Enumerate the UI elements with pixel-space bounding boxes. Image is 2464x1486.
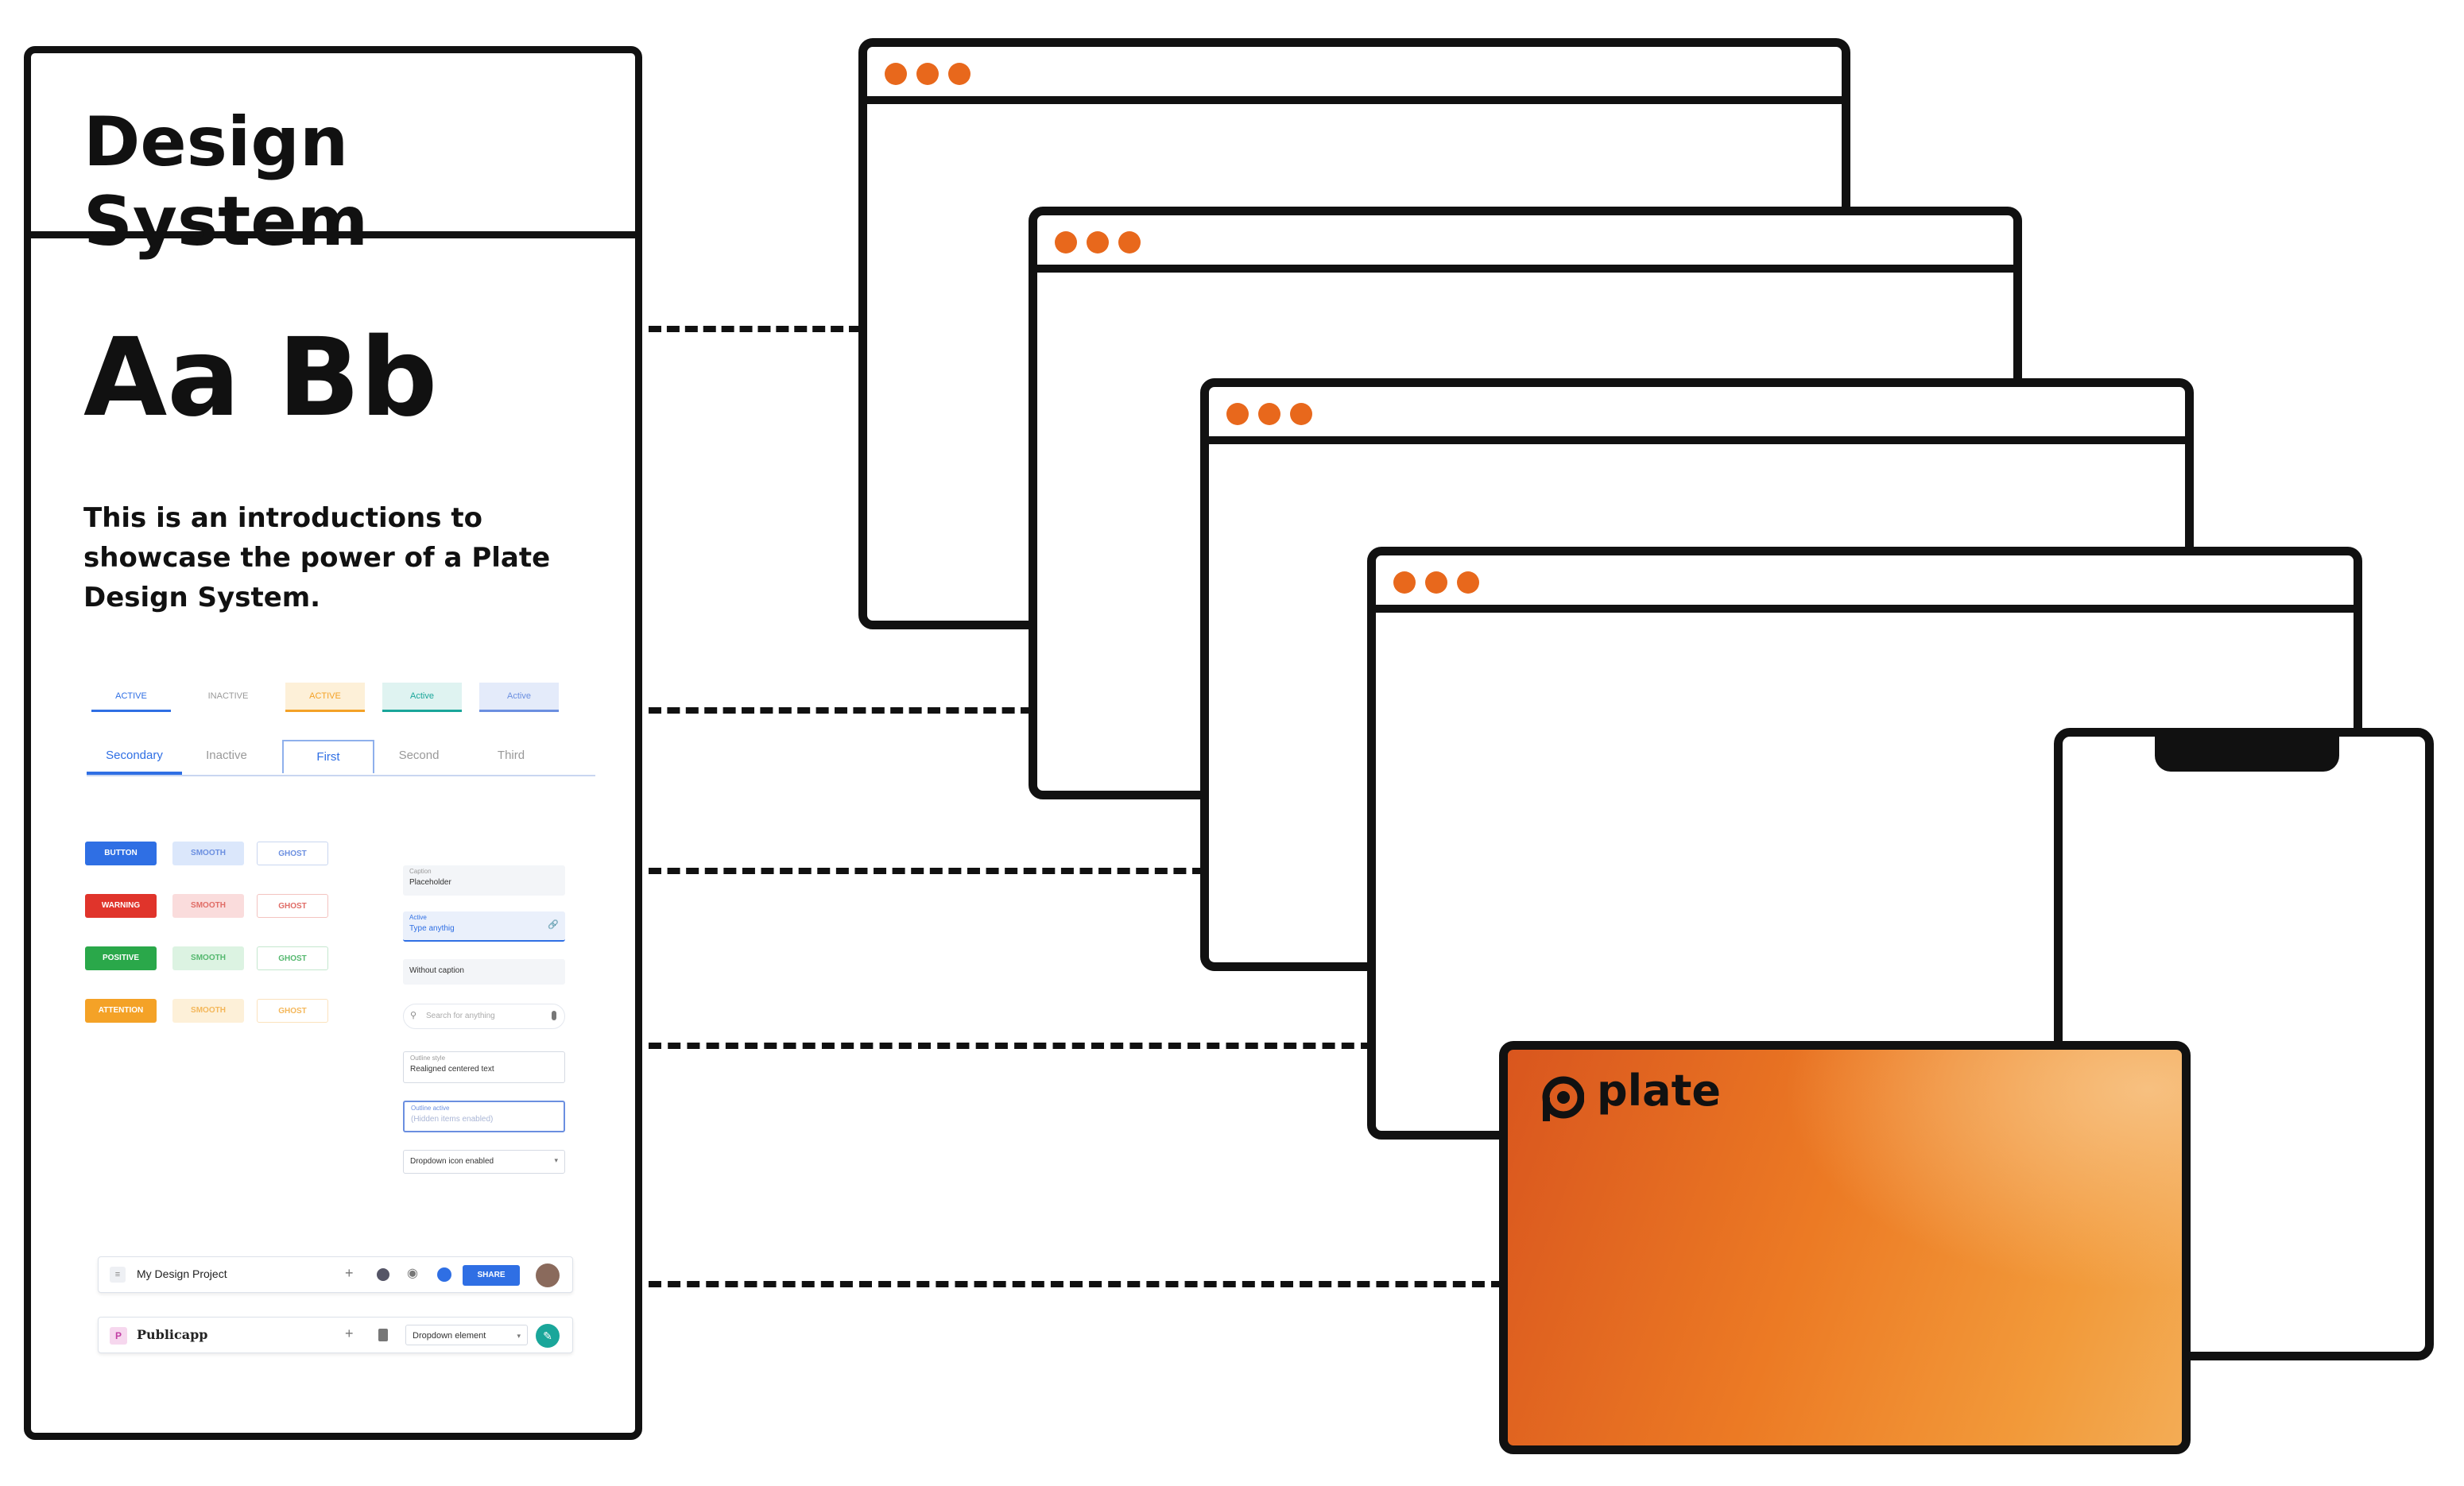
outline-field-active[interactable]: Outline active (Hidden items enabled) bbox=[403, 1101, 565, 1132]
dropdown-value: Dropdown icon enabled bbox=[410, 1157, 494, 1166]
plate-logo-icon bbox=[1542, 1076, 1584, 1121]
button-smooth-orange[interactable]: SMOOTH bbox=[172, 999, 244, 1023]
field-value: Placeholder bbox=[409, 878, 451, 887]
plus-icon[interactable]: + bbox=[345, 1265, 354, 1281]
connector-2 bbox=[649, 707, 1033, 714]
field-caption: Outline active bbox=[411, 1105, 450, 1112]
window-dot-icon bbox=[1258, 403, 1280, 425]
app-title: Publicapp bbox=[137, 1327, 208, 1342]
tab-second[interactable]: Second bbox=[398, 749, 440, 762]
search-input[interactable]: ⚲ Search for anything bbox=[403, 1004, 565, 1029]
eye-icon[interactable]: ◉ bbox=[407, 1267, 418, 1280]
chevron-down-icon: ▾ bbox=[554, 1156, 558, 1164]
text-field-caption[interactable]: Caption Placeholder bbox=[403, 865, 565, 896]
field-caption: Caption bbox=[409, 868, 432, 875]
dropdown-element[interactable]: Dropdown element ▾ bbox=[405, 1325, 528, 1345]
field-caption: Outline style bbox=[410, 1055, 446, 1062]
field-value: Without caption bbox=[409, 966, 464, 975]
tab-active-light-blue[interactable]: Active bbox=[479, 683, 559, 712]
window-titlebar bbox=[1376, 555, 2354, 613]
window-dot-icon bbox=[1226, 403, 1249, 425]
window-dot-icon bbox=[1118, 231, 1141, 253]
window-dot-icon bbox=[1055, 231, 1077, 253]
phone-notch bbox=[2155, 735, 2339, 772]
edit-icon[interactable]: ✎ bbox=[536, 1324, 560, 1348]
button-ghost-orange[interactable]: GHOST bbox=[257, 999, 328, 1023]
chevron-down-icon: ▾ bbox=[517, 1332, 521, 1340]
link-icon: 🔗 bbox=[548, 920, 559, 930]
toolbar-project: ≡ My Design Project + ◉ SHARE bbox=[98, 1256, 573, 1293]
tab-third[interactable]: Third bbox=[497, 749, 525, 762]
typography-sample: Aa Bb bbox=[83, 315, 438, 441]
app-logo-icon: P bbox=[110, 1327, 127, 1345]
dropdown-label: Dropdown element bbox=[413, 1331, 486, 1341]
window-dot-icon bbox=[916, 63, 939, 85]
tab-first[interactable]: First bbox=[282, 740, 374, 773]
window-dot-icon bbox=[1087, 231, 1109, 253]
field-value: (Hidden items enabled) bbox=[411, 1115, 494, 1124]
text-field-no-caption[interactable]: Without caption bbox=[403, 959, 565, 985]
tabs-row-2: Secondary Inactive First Second Third bbox=[87, 735, 595, 776]
field-caption: Active bbox=[409, 914, 427, 921]
toolbar-publicapp: P Publicapp + Dropdown element ▾ ✎ bbox=[98, 1317, 573, 1353]
connector-4 bbox=[649, 1043, 1373, 1049]
tab-inactive-2[interactable]: Inactive bbox=[206, 749, 247, 762]
outline-field[interactable]: Outline style Realigned centered text bbox=[403, 1051, 565, 1083]
tab-active-orange[interactable]: ACTIVE bbox=[285, 683, 365, 712]
connector-1 bbox=[649, 326, 862, 332]
share-button[interactable]: SHARE bbox=[463, 1265, 520, 1286]
search-placeholder: Search for anything bbox=[426, 1012, 495, 1020]
window-dot-icon bbox=[1393, 571, 1416, 594]
button-primary[interactable]: BUTTON bbox=[85, 842, 157, 865]
search-icon: ⚲ bbox=[410, 1011, 417, 1020]
button-smooth-red[interactable]: SMOOTH bbox=[172, 894, 244, 918]
field-value: Realigned centered text bbox=[410, 1065, 494, 1074]
window-titlebar bbox=[867, 47, 1842, 104]
avatar[interactable] bbox=[536, 1263, 560, 1287]
window-dot-icon bbox=[885, 63, 907, 85]
button-positive[interactable]: POSITIVE bbox=[85, 946, 157, 970]
mic-icon bbox=[552, 1011, 556, 1020]
window-dot-icon bbox=[1457, 571, 1479, 594]
menu-icon[interactable]: ≡ bbox=[110, 1267, 126, 1283]
window-dot-icon bbox=[1290, 403, 1312, 425]
window-titlebar bbox=[1209, 387, 2185, 444]
field-value: Type anythig bbox=[409, 924, 455, 933]
window-titlebar bbox=[1037, 215, 2013, 273]
tab-active-blue[interactable]: ACTIVE bbox=[91, 683, 171, 712]
text-field-active[interactable]: Active Type anythig 🔗 bbox=[403, 911, 565, 942]
tab-inactive[interactable]: INACTIVE bbox=[207, 691, 249, 701]
button-ghost-green[interactable]: GHOST bbox=[257, 946, 328, 970]
button-smooth-blue[interactable]: SMOOTH bbox=[172, 842, 244, 865]
tabs-row-1: ACTIVE INACTIVE ACTIVE Active Active bbox=[91, 683, 600, 714]
brand-name: plate bbox=[1597, 1066, 1722, 1116]
tab-secondary[interactable]: Secondary bbox=[87, 740, 182, 775]
plate-brand-card: plate bbox=[1499, 1041, 2191, 1454]
window-dot-icon bbox=[1425, 571, 1447, 594]
button-attention[interactable]: ATTENTION bbox=[85, 999, 157, 1023]
window-dot-icon bbox=[948, 63, 970, 85]
intro-text: This is an introductions to showcase the… bbox=[83, 502, 551, 613]
panel-title: Design System bbox=[83, 103, 369, 261]
play-icon[interactable] bbox=[437, 1267, 451, 1282]
plus-icon[interactable]: + bbox=[345, 1325, 354, 1341]
button-warning[interactable]: WARNING bbox=[85, 894, 157, 918]
trash-icon[interactable] bbox=[378, 1329, 388, 1341]
compass-icon[interactable] bbox=[377, 1268, 389, 1281]
button-ghost-blue[interactable]: GHOST bbox=[257, 842, 328, 865]
tab-active-teal[interactable]: Active bbox=[382, 683, 462, 712]
button-ghost-red[interactable]: GHOST bbox=[257, 894, 328, 918]
panel-header: Design System bbox=[31, 53, 635, 261]
design-system-panel: Design System Aa Bb This is an introduct… bbox=[24, 46, 642, 1440]
connector-3 bbox=[649, 868, 1205, 874]
dropdown-field[interactable]: Dropdown icon enabled ▾ bbox=[403, 1150, 565, 1174]
project-title: My Design Project bbox=[137, 1267, 227, 1280]
button-smooth-green[interactable]: SMOOTH bbox=[172, 946, 244, 970]
connector-5 bbox=[649, 1281, 1504, 1287]
